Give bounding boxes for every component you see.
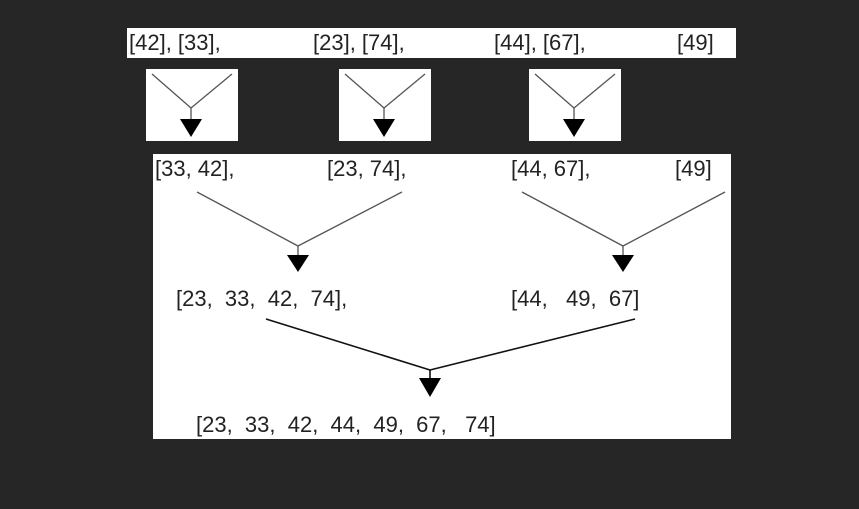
arrow-line [344, 73, 385, 109]
arrow-line [151, 73, 192, 109]
arrowhead [180, 119, 202, 137]
arrowhead [612, 255, 634, 272]
arrow-line [196, 191, 299, 247]
arrow-line [622, 191, 726, 247]
arrow-line [265, 318, 431, 371]
arrow-line [383, 73, 426, 109]
row1-group-4: [49] [677, 30, 714, 55]
arrowhead [563, 119, 585, 137]
row1-group-1: [42], [33], [129, 30, 221, 55]
main-panel [153, 154, 731, 439]
arrowhead [419, 378, 441, 397]
arrow-line [297, 191, 403, 247]
arrow-line [190, 73, 233, 109]
arrow-line [534, 73, 575, 109]
row1-group-3: [44], [67], [494, 30, 586, 55]
row2-group-2: [23, 74], [327, 156, 407, 181]
row2-group-3: [44, 67], [511, 156, 591, 181]
row4-merged: [23, 33, 42, 44, 49, 67, 74] [196, 412, 496, 437]
arrow-line [573, 73, 616, 109]
arrow-line [521, 191, 624, 247]
row1-group-2: [23], [74], [313, 30, 405, 55]
row2-group-4: [49] [675, 156, 712, 181]
row3-group-2: [44, 49, 67] [511, 286, 640, 311]
row3-group-1: [23, 33, 42, 74], [176, 286, 348, 311]
row2-group-1: [33, 42], [155, 156, 235, 181]
arrowhead [287, 255, 309, 272]
top-strip [127, 28, 736, 58]
arrowhead [373, 119, 395, 137]
arrow-line [429, 318, 636, 371]
